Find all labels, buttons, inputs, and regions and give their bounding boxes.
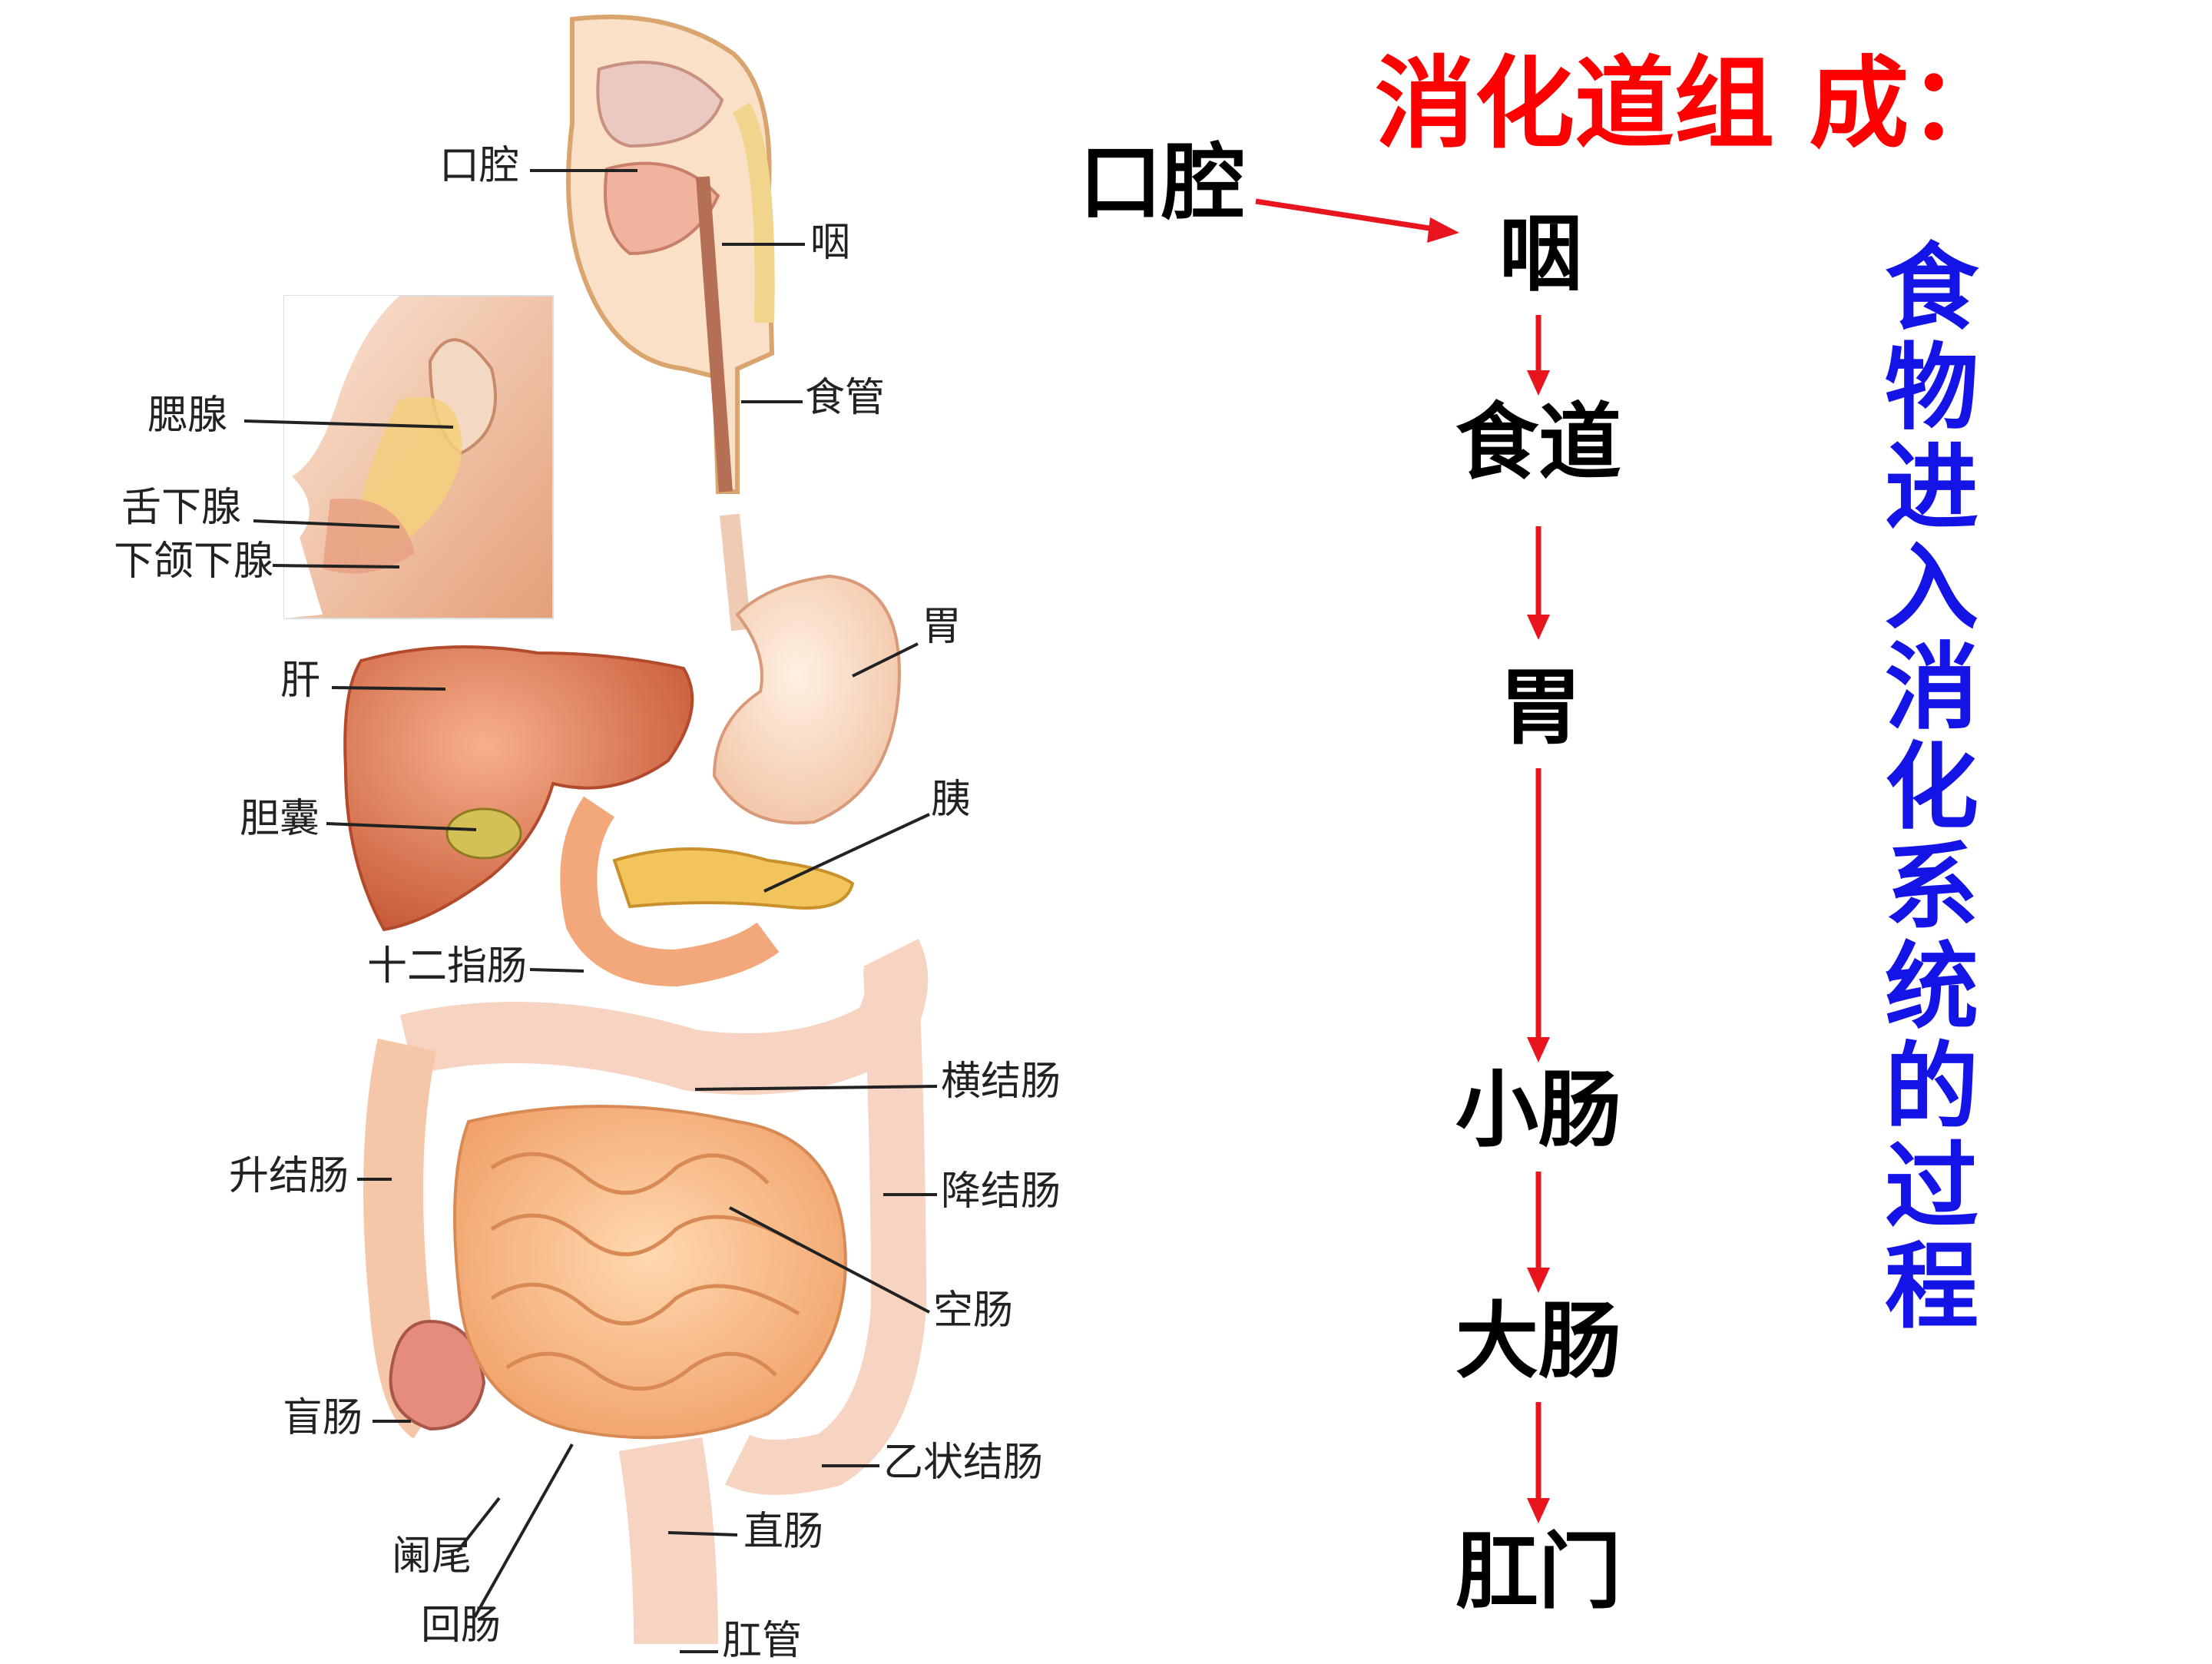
label-stomach: 胃 — [922, 604, 962, 650]
side-note-char: 系 — [1885, 833, 1979, 942]
side-note-vertical: 食 物 进 入 消 化 系 统 的 过 程 — [1874, 238, 1989, 1337]
label-sigmoid-colon: 乙状结肠 — [883, 1440, 1044, 1486]
small-intestine-drawing — [453, 1105, 847, 1440]
flow-arrows — [1255, 198, 1550, 1523]
flow-esophagus: 食道 — [1455, 395, 1622, 491]
page-title: 消化道组 成： — [1375, 45, 2009, 162]
flow-stomach: 胃 — [1499, 660, 1583, 756]
label-duodenum: 十二指肠 — [367, 943, 528, 989]
face-profile-drawing — [283, 295, 554, 619]
label-descending-colon: 降结肠 — [941, 1168, 1061, 1215]
label-jejunum: 空肠 — [933, 1288, 1014, 1334]
flow-small-intestine: 小肠 — [1455, 1062, 1622, 1159]
large-intestine-drawing — [363, 939, 928, 1645]
side-note-char: 过 — [1885, 1132, 1979, 1241]
label-submandibular: 下颌下腺 — [114, 539, 274, 585]
label-anal-canal: 肛管 — [722, 1618, 803, 1664]
pancreas-drawing — [560, 796, 855, 987]
liver-drawing — [343, 645, 694, 932]
side-note-char: 物 — [1885, 333, 1979, 443]
label-gallbladder: 胆囊 — [240, 796, 320, 842]
label-parotid: 腮腺 — [147, 393, 228, 439]
flow-anus: 肛门 — [1455, 1524, 1622, 1620]
side-note-char: 进 — [1885, 433, 1979, 542]
side-note-char: 的 — [1885, 1033, 1979, 1142]
label-sublingual: 舌下腺 — [121, 485, 242, 531]
side-note-char: 程 — [1885, 1232, 1979, 1341]
label-cecum: 盲肠 — [283, 1395, 363, 1441]
label-appendix: 阑尾 — [392, 1533, 472, 1579]
stomach-drawing — [712, 513, 901, 825]
side-note-char: 入 — [1885, 533, 1979, 642]
head-sagittal-drawing — [566, 15, 775, 494]
label-pharynx: 咽 — [810, 220, 851, 266]
side-note-char: 化 — [1885, 733, 1979, 842]
flow-oral-cavity: 口腔 — [1079, 135, 1246, 231]
label-transverse-colon: 横结肠 — [941, 1059, 1061, 1105]
side-note-char: 统 — [1885, 933, 1979, 1042]
label-pancreas: 胰 — [931, 777, 972, 823]
label-ascending-colon: 升结肠 — [229, 1153, 349, 1199]
label-oral-cavity: 口腔 — [439, 143, 520, 189]
label-leader-lines — [243, 169, 938, 1653]
flow-large-intestine: 大肠 — [1455, 1294, 1622, 1390]
label-ileum: 回肠 — [421, 1603, 502, 1649]
side-note-char: 食 — [1885, 234, 1979, 343]
label-rectum: 直肠 — [743, 1509, 824, 1555]
side-note-char: 消 — [1885, 633, 1979, 742]
label-liver: 肝 — [280, 658, 321, 704]
label-esophagus: 食管 — [805, 375, 886, 421]
flow-pharynx: 咽 — [1499, 207, 1583, 303]
